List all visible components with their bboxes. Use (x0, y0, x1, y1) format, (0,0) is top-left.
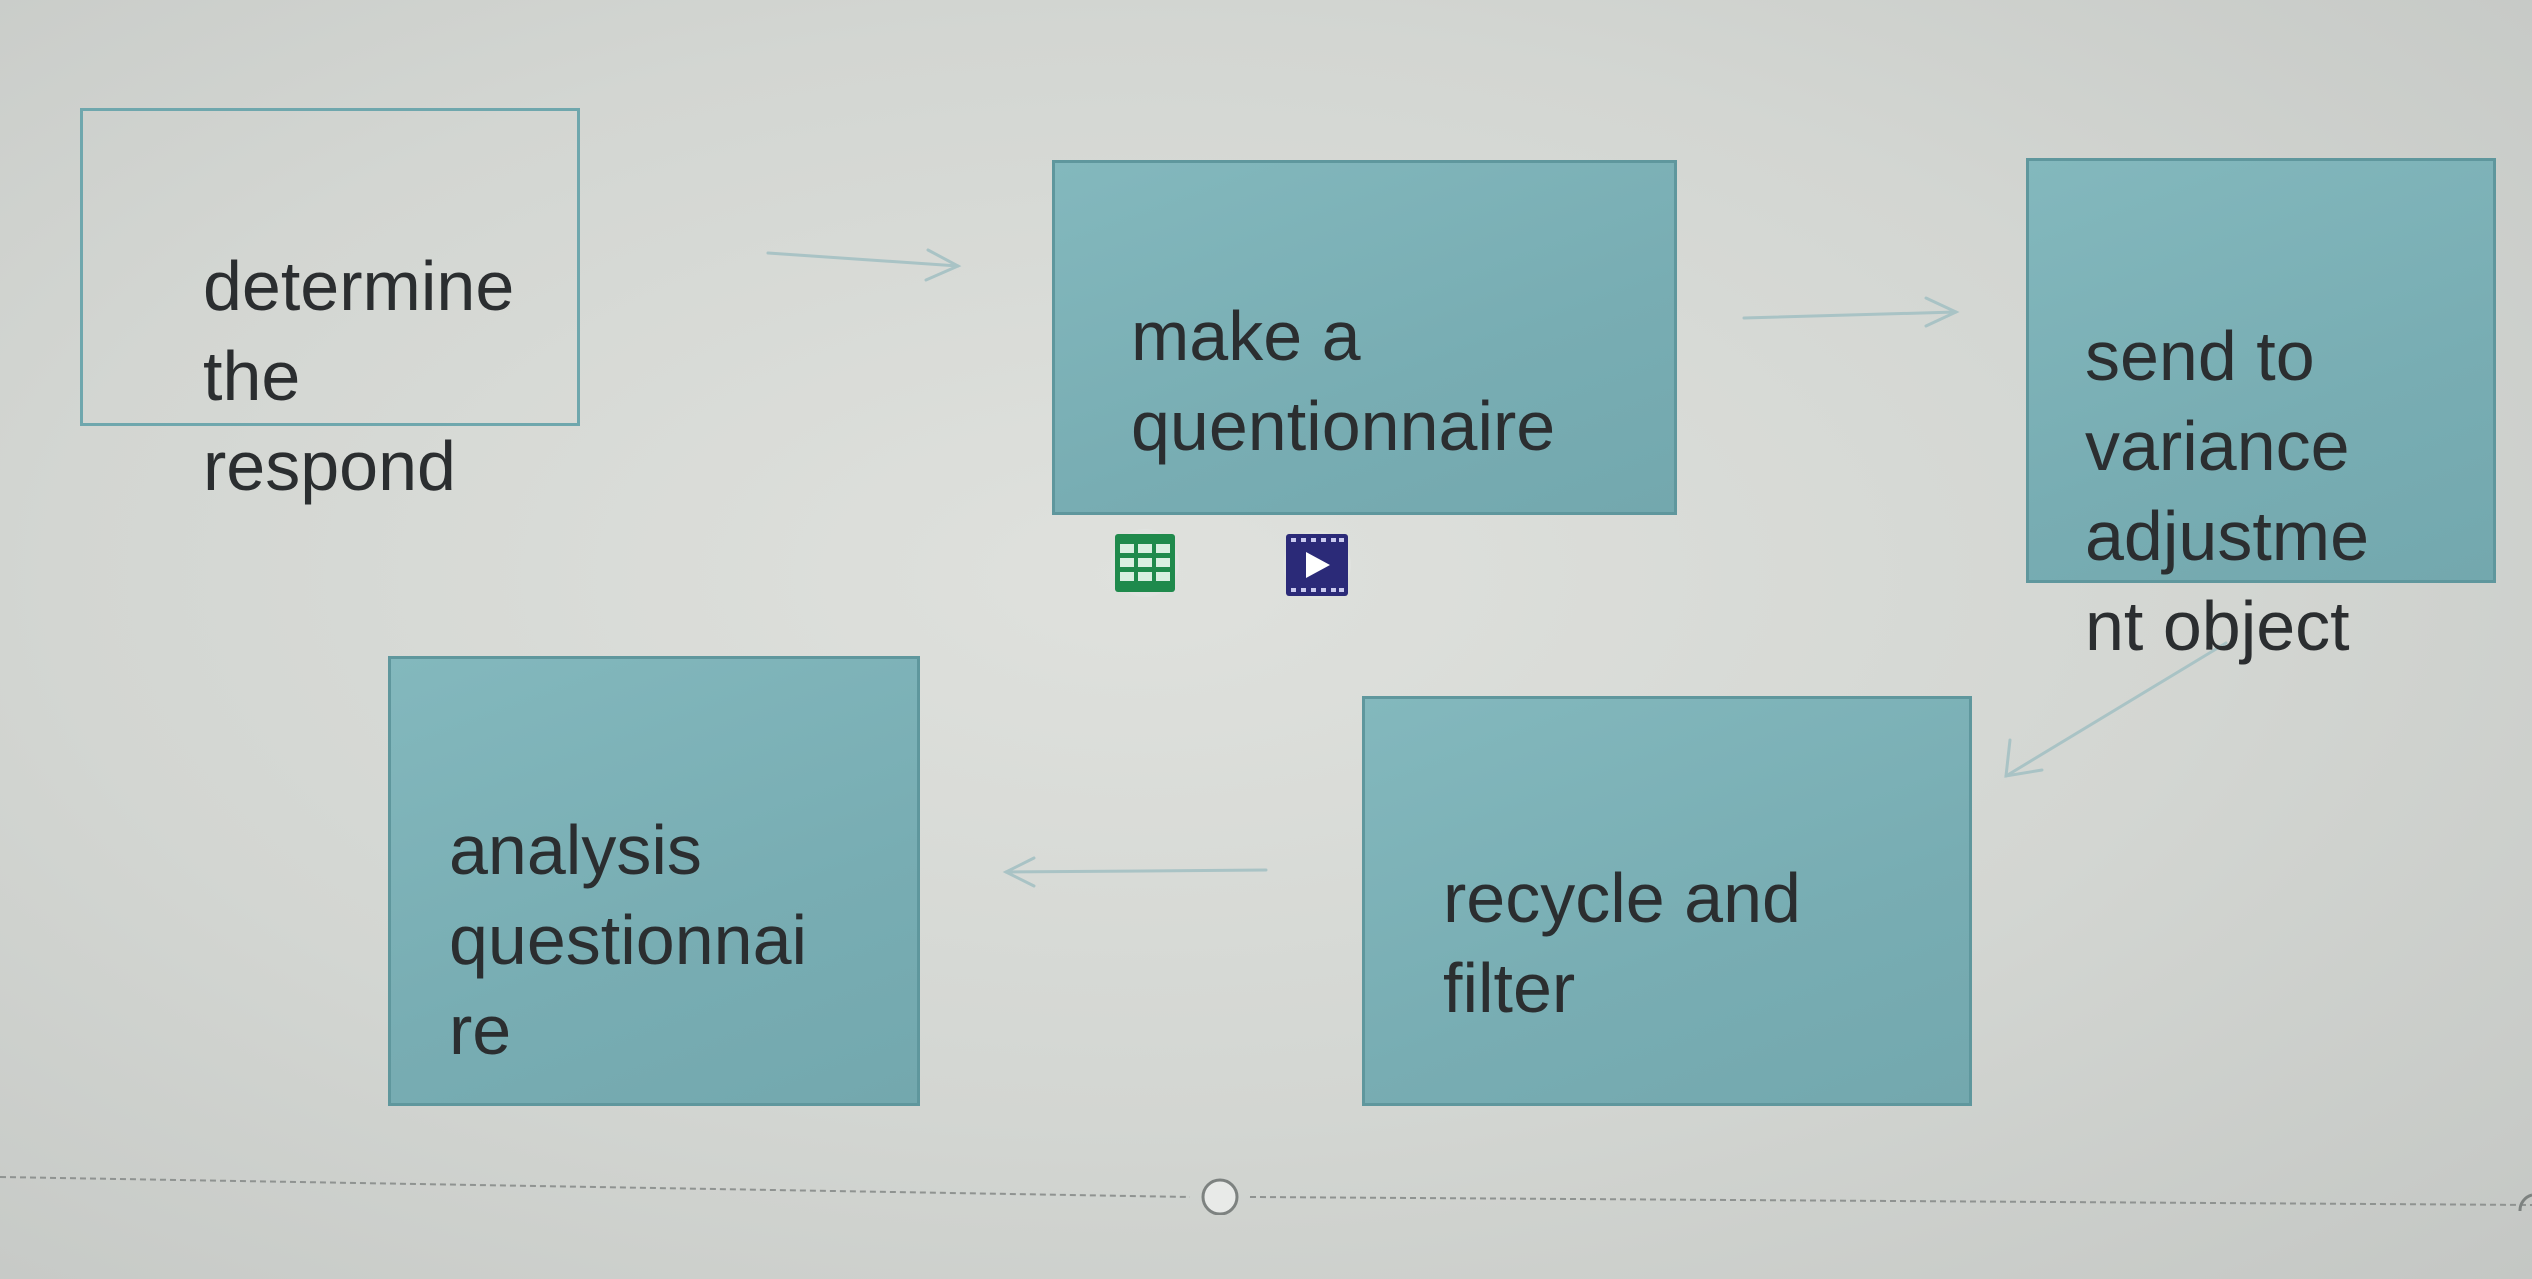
node-analysis-questionnaire[interactable]: analysis questionnai re (388, 656, 920, 1106)
connector-arrow-determine-to-make[interactable] (766, 248, 962, 282)
node-send-label: send to variance adjustme nt object (2085, 317, 2370, 665)
connector-arrow-make-to-send[interactable] (1742, 296, 1960, 328)
connector-arrow-send-to-recycle[interactable] (2004, 641, 2228, 778)
node-make-label: make a quentionnaire (1131, 297, 1556, 465)
node-make-questionnaire[interactable]: make a quentionnaire (1052, 160, 1677, 515)
node-recycle-label: recycle and filter (1443, 859, 1801, 1027)
insert-video-button[interactable] (1282, 530, 1352, 600)
node-analysis-label: analysis questionnai re (449, 811, 808, 1069)
table-icon (1111, 529, 1179, 597)
node-determine-respond[interactable]: determine the respond (80, 108, 580, 505)
node-send-to-variance[interactable]: send to variance adjustme nt object (2026, 158, 2496, 665)
connector-arrow-recycle-to-analysis[interactable] (1002, 856, 1268, 888)
insert-table-button[interactable] (1110, 528, 1180, 598)
resize-handle[interactable] (1201, 1178, 1239, 1215)
video-icon (1283, 531, 1351, 599)
edge-handle[interactable] (2518, 1193, 2532, 1212)
slide-boundary (0, 1176, 2532, 1215)
node-recycle-filter[interactable]: recycle and filter (1362, 696, 1972, 1106)
node-determine-label: determine the respond (203, 247, 515, 505)
